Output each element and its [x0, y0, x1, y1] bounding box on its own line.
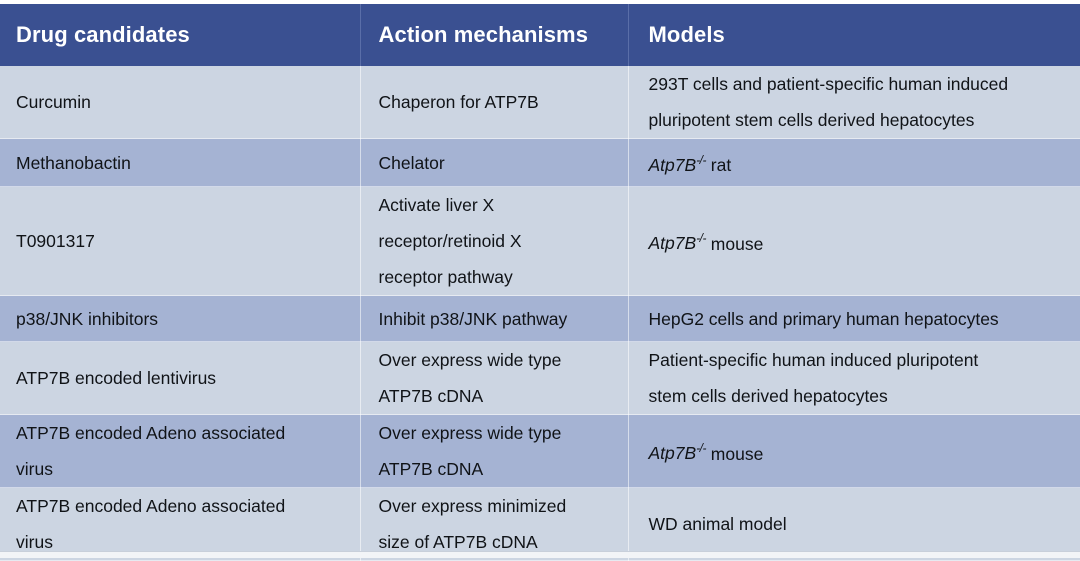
mechanism-line: Over express wide type: [378, 423, 562, 443]
cell-model: Patient-specific human induced pluripote…: [628, 341, 1080, 415]
gene-superscript: -/-: [696, 441, 706, 456]
gene-name: Atp7B-/-: [648, 153, 707, 175]
cell-action-mechanism: Chaperon for ATP7B: [360, 66, 629, 139]
table-body: Curcumin Chaperon for ATP7B 293T cells a…: [0, 66, 1080, 561]
cell-action-mechanism: Over express wide type ATP7B cDNA: [360, 414, 629, 488]
table-row: T0901317 Activate liver X receptor/retin…: [0, 186, 1080, 296]
model-line: Patient-specific human induced pluripote…: [648, 350, 979, 370]
mechanism-line: Over express minimized: [378, 496, 567, 516]
cell-drug-candidate: ATP7B encoded lentivirus: [0, 341, 361, 415]
table-row: Curcumin Chaperon for ATP7B 293T cells a…: [0, 66, 1080, 139]
gene-label: Atp7B: [648, 154, 697, 175]
cell-drug-candidate: ATP7B encoded Adeno associated virus: [0, 487, 361, 561]
cell-model: 293T cells and patient-specific human in…: [628, 66, 1080, 139]
mechanism-line: Chaperon for ATP7B: [378, 92, 539, 112]
cell-drug-candidate: p38/JNK inhibitors: [0, 295, 361, 342]
drug-line: virus: [16, 532, 53, 552]
gene-name: Atp7B-/-: [648, 441, 707, 464]
cell-model: WD animal model: [628, 487, 1080, 561]
cell-drug-candidate: T0901317: [0, 186, 361, 296]
cell-action-mechanism: Activate liver X receptor/retinoid X rec…: [360, 186, 629, 296]
cell-drug-candidate: ATP7B encoded Adeno associated virus: [0, 414, 361, 488]
cell-action-mechanism: Over express wide type ATP7B cDNA: [360, 341, 629, 415]
mechanism-line: receptor pathway: [378, 267, 513, 287]
cell-drug-candidate: Curcumin: [0, 66, 361, 139]
cell-model: Atp7B-/- mouse: [628, 414, 1080, 488]
model-suffix: rat: [705, 154, 732, 175]
model-line: HepG2 cells and primary human hepatocyte…: [648, 308, 999, 329]
mechanism-line: Inhibit p38/JNK pathway: [378, 308, 568, 329]
drug-candidates-table: Drug candidates Action mechanisms Models…: [0, 4, 1080, 561]
cell-action-mechanism: Inhibit p38/JNK pathway: [360, 295, 629, 342]
table-row: p38/JNK inhibitors Inhibit p38/JNK pathw…: [0, 295, 1080, 342]
model-line: 293T cells and patient-specific human in…: [648, 74, 1009, 94]
table-row: ATP7B encoded Adeno associated virus Ove…: [0, 414, 1080, 488]
mechanism-line: size of ATP7B cDNA: [378, 532, 538, 552]
cell-action-mechanism: Over express minimized size of ATP7B cDN…: [360, 487, 629, 561]
header-models: Models: [628, 4, 1080, 66]
cell-action-mechanism: Chelator: [360, 138, 629, 187]
mechanism-line: receptor/retinoid X: [378, 231, 522, 251]
header-drug-candidates: Drug candidates: [0, 4, 361, 66]
table-row: ATP7B encoded Adeno associated virus Ove…: [0, 487, 1080, 561]
drug-candidates-table-container: Drug candidates Action mechanisms Models…: [0, 4, 1080, 561]
header-action-mechanisms: Action mechanisms: [360, 4, 629, 66]
cell-model: Atp7B-/- rat: [628, 138, 1080, 187]
table-row: Methanobactin Chelator Atp7B-/- rat: [0, 138, 1080, 187]
model-suffix: mouse: [705, 233, 764, 254]
gene-superscript: -/-: [696, 153, 706, 168]
model-suffix: mouse: [705, 443, 764, 464]
bottom-divider: [0, 551, 1080, 558]
cell-model: HepG2 cells and primary human hepatocyte…: [628, 295, 1080, 342]
mechanism-line: Chelator: [378, 152, 445, 173]
mechanism-line: ATP7B cDNA: [378, 459, 484, 479]
model-line: WD animal model: [648, 514, 787, 534]
table-row: ATP7B encoded lentivirus Over express wi…: [0, 341, 1080, 415]
model-line: pluripotent stem cells derived hepatocyt…: [648, 110, 975, 130]
model-line: stem cells derived hepatocytes: [648, 386, 888, 406]
gene-label: Atp7B: [648, 233, 697, 254]
table-header-row: Drug candidates Action mechanisms Models: [0, 4, 1080, 66]
mechanism-line: ATP7B cDNA: [378, 386, 484, 406]
mechanism-line: Activate liver X: [378, 195, 495, 215]
mechanism-line: Over express wide type: [378, 350, 562, 370]
gene-superscript: -/-: [696, 231, 706, 246]
gene-label: Atp7B: [648, 443, 697, 464]
drug-line: ATP7B encoded Adeno associated: [16, 423, 286, 443]
gene-name: Atp7B-/-: [648, 231, 707, 254]
cell-model: Atp7B-/- mouse: [628, 186, 1080, 296]
drug-line: virus: [16, 459, 53, 479]
table-header: Drug candidates Action mechanisms Models: [0, 4, 1080, 66]
drug-line: ATP7B encoded Adeno associated: [16, 496, 286, 516]
cell-drug-candidate: Methanobactin: [0, 138, 361, 187]
